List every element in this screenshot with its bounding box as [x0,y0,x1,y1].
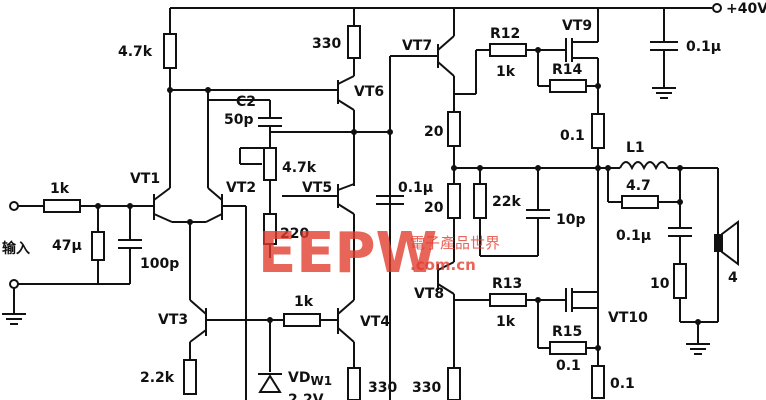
r-0-1-bot-label: 0.1 [610,376,635,392]
watermark: EEPW 電子產品世界 .com.cn [258,221,500,286]
resistor-20-a [447,111,461,147]
driver-stage: 0.1μ VT7 20 20 VT8 330 22k 10p [376,8,600,400]
output-stage: R12 1k VT9 R14 0.1 R13 1k VT10 [454,8,648,399]
input-resistor [43,199,81,213]
r15-label: R15 [552,324,582,340]
resistor-330-bot2-label: 330 [412,380,441,396]
input-terminal-bottom [9,279,19,289]
pot-4k7-label: 4.7k [282,160,317,176]
resistor-330-bot-label: 330 [368,380,397,396]
resistor-47u [91,231,105,261]
resistor-4k7-out-label: 4.7 [626,178,651,194]
resistor-4k7-out [621,195,659,209]
pot-4k7 [263,147,277,181]
r12-label: R12 [490,26,520,42]
watermark-logo: EEPW [258,221,437,286]
input-terminal-top [9,201,19,211]
supply-rail: +40V [170,1,766,17]
current-mirror: VT3 2.2k 1k VT4 330 VDW1 2.2V [140,294,397,400]
vt6-label: VT6 [354,84,384,100]
vt7-label: VT7 [402,38,432,54]
input-resistor-label: 1k [50,181,70,197]
vt9-label: VT9 [562,18,592,34]
c-01u-top-label: 0.1μ [686,39,721,55]
resistor-22k-label: 22k [492,194,521,210]
c-01u-out-label: 0.1μ [616,228,651,244]
supply-label: +40V [726,1,766,17]
vt10-label: VT10 [608,310,648,326]
vt8-label: VT8 [414,286,444,302]
resistor-r15 [549,341,587,355]
resistor-1k-mid-label: 1k [294,294,314,310]
speaker-icon [714,234,722,252]
vt5-label: VT5 [302,180,332,196]
input-section: 1k 47μ 100p 输入 [2,181,179,325]
resistor-330-bot2 [447,367,461,400]
speaker-value-label: 4 [728,270,738,286]
c-100p-label: 100p [140,256,179,272]
diff-pair: 4.7k VT1 VT2 [118,8,330,400]
r14-label: R14 [552,62,583,78]
r15-value-label: 0.1 [556,358,581,374]
watermark-url: .com.cn [410,256,476,274]
bias-stage: 330 VT6 C2 50p 4.7k 220 VT5 [208,8,390,300]
resistor-330-top [347,25,361,59]
resistor-4k7-top [163,33,177,69]
resistor-20-b-label: 20 [424,200,444,216]
c2-value-label: 50p [224,112,254,128]
zener-value-label: 2.2V [288,392,324,400]
input-label: 输入 [2,240,30,257]
r13-value-label: 1k [496,314,516,330]
decoupling-cap: 0.1μ [650,8,721,99]
c2-label: C2 [236,94,256,110]
vt3-label: VT3 [158,312,188,328]
resistor-220-label: 220 [280,226,309,242]
resistor-2k2 [183,359,197,395]
resistor-330-top-label: 330 [312,36,341,52]
inductor-l1 [619,161,669,171]
resistor-10-label: 10 [650,276,670,292]
output-filter: L1 4.7 0.1μ 10 4 [598,140,739,355]
c-01u-mid-label: 0.1μ [398,180,433,196]
l1-label: L1 [626,140,645,156]
resistor-0-1-b [591,365,605,399]
vt2-label: VT2 [226,180,256,196]
resistor-330-bot [347,367,361,400]
resistor-0-1-a [591,113,605,149]
zener-label: VDW1 [288,370,332,388]
r14-value-label: 0.1 [560,128,585,144]
resistor-47u-label: 47μ [52,238,82,254]
resistor-10 [673,263,687,299]
resistor-22k [473,183,487,219]
vt4-label: VT4 [360,314,390,330]
resistor-r14 [549,79,587,93]
watermark-cn: 電子產品世界 [410,234,500,252]
supply-terminal [712,3,722,13]
resistor-1k-mid [283,313,321,327]
r13-label: R13 [492,276,522,292]
resistor-r13 [489,293,527,307]
vt1-label: VT1 [130,171,160,187]
resistor-4k7-top-label: 4.7k [118,44,153,60]
resistor-2k2-label: 2.2k [140,370,175,386]
r12-value-label: 1k [496,64,516,80]
resistor-20-b [447,183,461,219]
resistor-r12 [489,43,527,57]
zener-diode [258,374,282,393]
c-10p-label: 10p [556,212,586,228]
resistor-20-a-label: 20 [424,124,444,140]
